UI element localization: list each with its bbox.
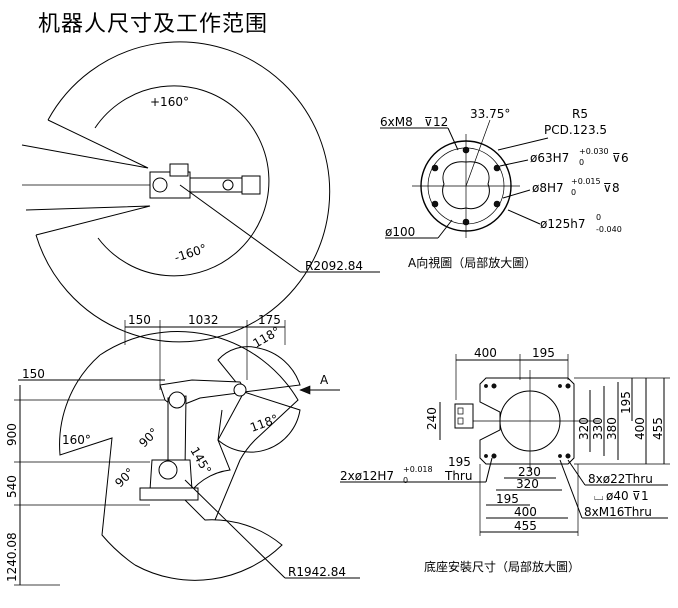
flange-outer-tol-lower: -0.040 — [596, 225, 622, 234]
side-view-vdim-540: 540 — [5, 475, 19, 498]
side-view-envelope-lower — [134, 499, 283, 581]
flange-inner-dia: ø100 — [385, 225, 415, 239]
side-view-top-dim-150: 150 — [128, 313, 151, 327]
flange-pin-tol-lower: 0 — [571, 188, 576, 197]
top-view-outer-arc — [35, 41, 331, 343]
page-title: 机器人尺寸及工作范围 — [38, 12, 269, 37]
flange-pcd: PCD.123.5 — [544, 123, 607, 137]
flange-outer-tol-upper: 0 — [596, 213, 601, 222]
base-view-top-400: 400 — [474, 346, 497, 360]
base-view-counterbore-icon: ⌴ — [594, 489, 604, 503]
flange-bore-tol-upper: +0.030 — [579, 147, 609, 156]
base-view-connector — [454, 403, 474, 429]
side-view-top-dim-175: 175 — [258, 313, 281, 327]
side-view-envelope-outer — [99, 331, 299, 521]
flange-holes-depth: 12 — [433, 115, 448, 129]
flange-pin-base: ø8H7 — [532, 181, 564, 195]
base-view-pin-holes-suffix: Thru — [444, 469, 472, 483]
side-view-top-dim-1032: 1032 — [188, 313, 219, 327]
base-view-bottom-230: 230 — [518, 465, 541, 479]
top-view-radius-leader — [179, 184, 301, 273]
flange-holes-label: 6xM8 — [380, 115, 413, 129]
base-view-pin-holes-base: 2xø12H7 — [340, 469, 394, 483]
flange-bore-depth: 6 — [621, 151, 629, 165]
base-view-tapped: 8xM16Thru — [584, 505, 652, 519]
top-view-wedge-upper — [21, 119, 149, 169]
side-view-wedge-upper — [217, 346, 301, 393]
base-view-counterbore-depth-icon: ⊽ — [632, 489, 641, 503]
base-view-right-455: 455 — [651, 417, 665, 440]
side-view-angle-118-upper: 118° — [251, 324, 283, 351]
base-view-pin-holes-tol-lower: 0 — [403, 476, 408, 485]
top-view-angle-pos: +160° — [150, 95, 189, 109]
side-view-wedge-lower — [217, 391, 301, 453]
side-view-angle-145: 145° — [187, 445, 214, 477]
base-view-right-380: 380 — [605, 417, 619, 440]
side-view-angle-90a: 90° — [136, 425, 161, 450]
base-view-holes-thru: 8xø22Thru — [588, 472, 653, 486]
side-view-left-150: 150 — [22, 367, 45, 381]
flange-pin-depth: 8 — [612, 181, 620, 195]
flange-outer-base: ø125h7 — [540, 217, 586, 231]
base-view-right-330: 330 — [591, 417, 605, 440]
side-view-view-label: A — [320, 373, 329, 387]
base-view-counterbore: ø40 — [606, 489, 629, 503]
flange-angle: 33.75° — [470, 107, 510, 121]
base-view-left-240: 240 — [425, 407, 439, 430]
flange-r: R5 — [572, 107, 588, 121]
flange-bore-tol-lower: 0 — [579, 158, 584, 167]
top-view-radius: R2092.84 — [305, 259, 363, 273]
side-view-vdim-900: 900 — [5, 423, 19, 446]
side-view-radius-leader — [184, 479, 286, 579]
side-view-envelope-left — [59, 354, 136, 566]
flange-view: 6xM8 ⊽ 12 33.75° R5 PCD.123.5 ø63H7 +0.0… — [380, 107, 629, 270]
top-view-inner-arc — [94, 85, 270, 277]
base-view-pin-holes-tol-upper: +0.018 — [403, 465, 433, 474]
side-view-angle-160: 160° — [62, 433, 91, 447]
flange-bore-depth-icon: ⊽ — [612, 151, 621, 165]
top-view-robot — [149, 163, 261, 199]
base-view-top-195: 195 — [532, 346, 555, 360]
flange-bore: ø63H7 — [530, 151, 569, 165]
base-view-caption: 底座安裝尺寸（局部放大圖） — [424, 559, 580, 574]
side-view-vdim-1240: 1240.08 — [5, 532, 19, 582]
flange-pin-depth-icon: ⊽ — [603, 181, 612, 195]
flange-holes-depth-icon: ⊽ — [424, 115, 433, 129]
base-view-holes — [484, 383, 571, 459]
base-view-right-400: 400 — [633, 417, 647, 440]
side-view-angle-90b: 90° — [112, 465, 137, 490]
side-view-robot — [139, 379, 247, 501]
base-view-bottom-455: 455 — [514, 519, 537, 533]
base-view-right-195: 195 — [619, 391, 633, 414]
top-view: R2092.84 +160° -160° — [21, 41, 380, 343]
flange-pin-tol-upper: +0.015 — [571, 177, 601, 186]
top-view-angle-neg: -160° — [173, 241, 209, 265]
top-view-wedge-lower — [25, 205, 151, 236]
flange-bore-base: ø63H7 — [530, 151, 569, 165]
base-view: 400 195 240 195 320 — [340, 346, 670, 574]
base-view-bottom-400: 400 — [514, 505, 537, 519]
side-view: 150 1032 175 150 900 540 1240.08 — [5, 313, 360, 586]
flange-caption: A向視圖（局部放大圖） — [408, 255, 536, 270]
base-view-bottom-320: 320 — [516, 477, 539, 491]
base-view-bottom-195: 195 — [496, 492, 519, 506]
base-view-plate — [479, 377, 575, 465]
base-view-right-320: 320 — [577, 417, 591, 440]
base-view-left-195: 195 — [448, 455, 471, 469]
base-view-counterbore-depth: 1 — [641, 489, 649, 503]
side-view-radius: R1942.84 — [288, 565, 346, 579]
